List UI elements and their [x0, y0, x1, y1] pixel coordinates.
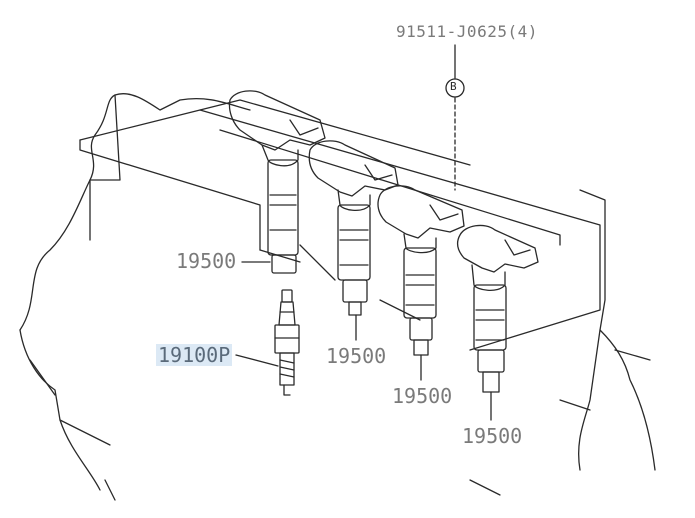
bolt-marker-circle — [445, 78, 465, 98]
bolt-part-number[interactable]: 91511-J0625(4) — [396, 22, 538, 41]
coil-3-part-number[interactable]: 19500 — [392, 384, 453, 408]
coil-2-part-number[interactable]: 19500 — [326, 344, 387, 368]
spark-plug — [274, 289, 300, 396]
ignition-coil-3 — [377, 185, 465, 356]
coil-1-part-number[interactable]: 19500 — [176, 249, 237, 273]
ignition-coil-2 — [308, 140, 399, 316]
engine-outline — [19, 93, 656, 501]
ignition-coil-1 — [228, 90, 326, 274]
leader-lines — [235, 261, 492, 421]
bolt-marker-label: B — [450, 80, 457, 93]
ignition-coil-4 — [457, 224, 539, 393]
spark-plug-part-number[interactable]: 19100P — [156, 343, 233, 367]
bolt-leader — [445, 44, 465, 191]
head-cover — [79, 99, 601, 351]
coil-4-part-number[interactable]: 19500 — [462, 424, 523, 448]
